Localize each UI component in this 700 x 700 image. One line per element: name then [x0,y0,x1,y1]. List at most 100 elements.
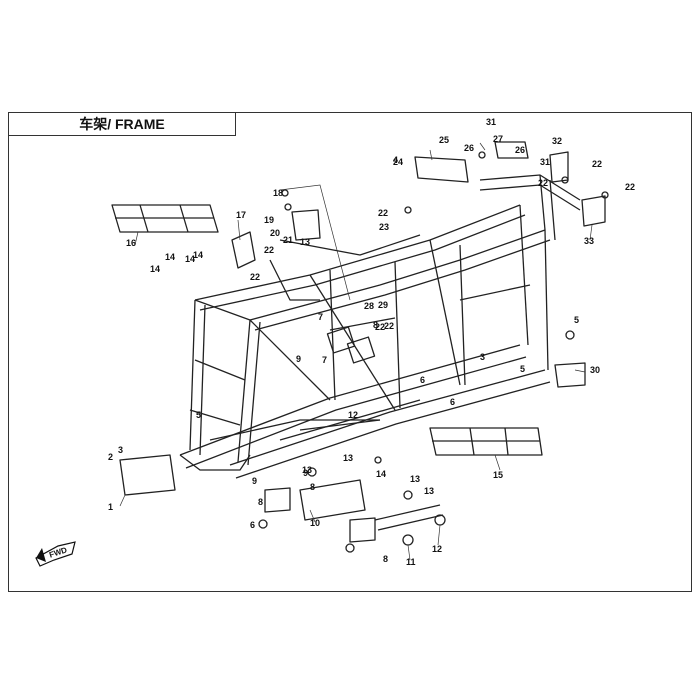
fwd-arrow-icon [35,541,76,567]
brace-3 [429,239,461,386]
bolt-6a [258,519,268,529]
callout: 4 [393,155,398,165]
upper-loop [269,259,320,301]
clamp-27 [494,141,529,159]
bracket-17 [231,231,256,269]
front-left-upright-2 [199,304,206,456]
rear-top-bar [479,174,581,201]
callout: 24 [393,157,403,167]
rear-upright-right [544,229,549,371]
callout: 6 [420,375,425,385]
rear-top-bar-2 [479,184,581,211]
rear-rack-outline [429,427,543,456]
pivot-bracket-10 [299,479,366,521]
bracket-32 [549,151,569,183]
callout: 22 [250,272,260,282]
callout: 18 [273,188,283,198]
front-rack-outline [111,204,219,233]
callout: 13 [343,453,353,463]
front-right-upright-2 [247,321,261,466]
rear-vertical [539,174,546,231]
mid-upright-2 [394,261,401,409]
callout: 26 [515,145,525,155]
callout: 19 [264,215,274,225]
callout: 8 [258,497,263,507]
cross-member-4 [329,317,396,331]
pivot-block-8 [349,517,376,543]
part-30 [554,362,586,388]
callout: 22 [384,321,394,331]
left-upper-rail-inner [199,214,526,311]
upper-tube [279,234,421,256]
front-mount [179,454,251,471]
callout: 6 [250,520,255,530]
callout: 21 [283,235,293,245]
bolt-14a [374,456,382,464]
pivot-block-9 [264,487,291,513]
callout: 13 [424,486,434,496]
callout: 5 [520,364,525,374]
right-upper-rail-inner [254,239,551,331]
callout: 14 [193,250,203,260]
front-left-upright [189,299,196,451]
callout: 8 [383,554,388,564]
callout: 14 [150,264,160,274]
bolt-19 [284,203,292,211]
callout: 30 [590,365,600,375]
pivot-bolt-11 [402,534,414,546]
bolt-22a [404,206,412,214]
right-upper-rail [249,229,546,321]
brace-1 [249,319,331,401]
callout: 13 [302,465,312,475]
callout: 9 [296,354,301,364]
callout: 5 [574,315,579,325]
diagram-frame [8,112,692,592]
callout: 5 [196,410,201,420]
right-lower-rail-inner [235,381,551,479]
callout: 12 [348,410,358,420]
callout: 22 [625,182,635,192]
callout: 12 [432,544,442,554]
cross-member-1 [194,299,251,321]
bolt-13a [307,467,317,477]
pivot-shaft-11b [377,514,444,531]
engine-mount-left [326,326,356,354]
callout: 7 [322,355,327,365]
callout: 13 [410,474,420,484]
callout: 3 [118,445,123,455]
bracket-21 [291,209,321,241]
bolt-5 [565,330,575,340]
callout: 28 [364,301,374,311]
callout: 11 [406,557,416,567]
callout: 7 [318,312,323,322]
left-lower-rail-inner [185,356,527,469]
front-crossbar [209,419,380,441]
callout: 22 [375,322,385,332]
callout: 31 [486,117,496,127]
callout: 9 [303,468,308,478]
frame-drawing [111,141,609,553]
seat-plate [414,156,469,183]
title-box: 车架/ FRAME [8,112,236,136]
callout: 22 [592,159,602,169]
front-right-upright [237,319,251,463]
brace-4 [299,419,381,431]
callout: 31 [540,157,550,167]
callout: 14 [376,469,386,479]
cross-member-5 [459,284,531,301]
callout: 14 [185,254,195,264]
left-upper-rail [194,204,521,301]
callout: 23 [379,222,389,232]
bolt-13b [403,490,413,500]
pivot-shaft-11 [374,504,441,521]
callout: 27 [493,134,503,144]
cross-member-2 [194,359,246,381]
page-title: 车架/ FRAME [79,116,165,132]
rear-vertical-2 [549,179,556,241]
callout: 8 [310,482,315,492]
left-lower-rail [179,344,521,456]
callout: 16 [126,238,136,248]
callouts: 1 2 3 3 4 5 5 5 6 6 6 7 7 8 8 8 8 9 9 9 … [108,117,635,567]
callout: 14 [165,252,175,262]
